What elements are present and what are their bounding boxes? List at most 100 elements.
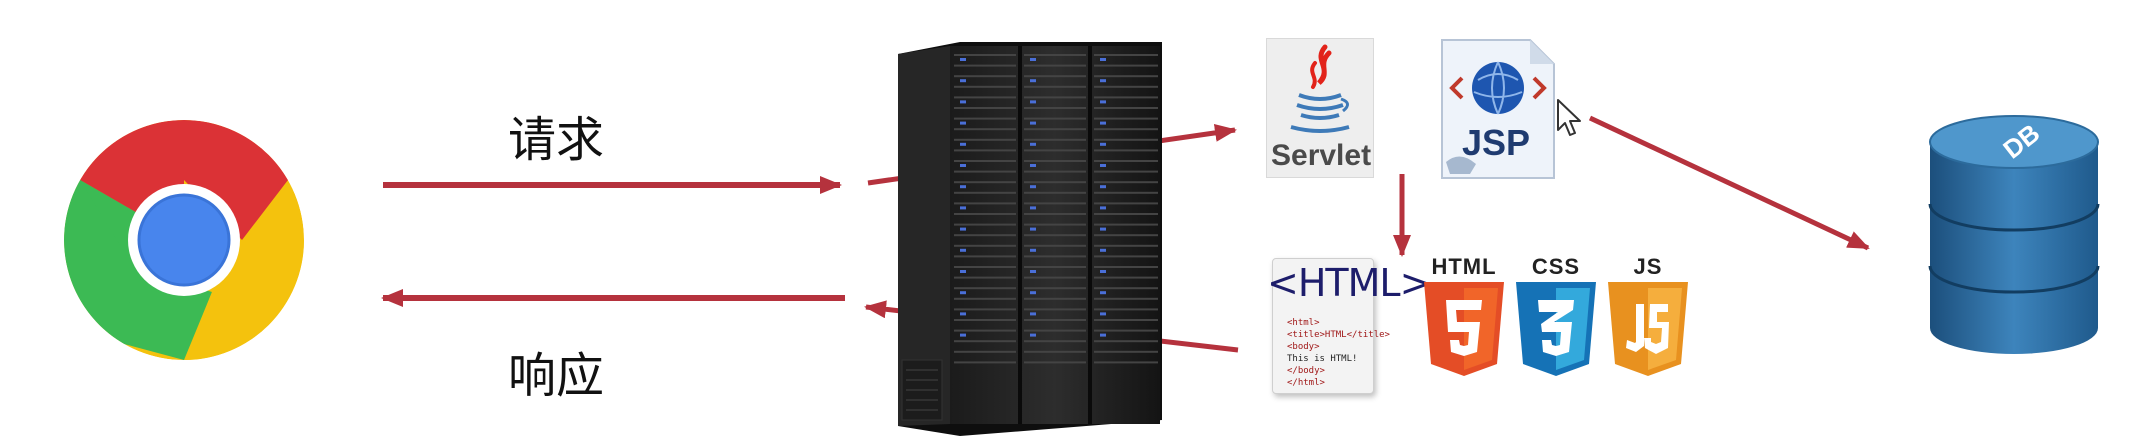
rack-led (1100, 270, 1106, 273)
rack-led (1100, 248, 1106, 252)
rack-slot (1024, 96, 1086, 99)
code-line: </body> (1287, 366, 1325, 376)
rack-led (960, 185, 966, 189)
rack-led (1100, 100, 1106, 104)
rack-slot (1094, 107, 1158, 109)
rack-slot (1094, 181, 1158, 184)
rack-slot (1094, 308, 1158, 311)
rack-slot (1024, 297, 1086, 300)
rack-slot (1024, 244, 1086, 247)
js-badge: JS (1602, 254, 1694, 380)
rack-led (960, 270, 966, 273)
rack-slot (1094, 287, 1158, 290)
rack-slot (1094, 128, 1158, 131)
rack-slot (954, 213, 1016, 215)
rack-slot (954, 117, 1016, 120)
rack-slot (1024, 160, 1086, 162)
rack-led (1100, 58, 1106, 61)
rack-led (1100, 227, 1106, 231)
rack-led (960, 164, 966, 167)
rack-slot (1094, 75, 1158, 78)
rack-slot (1024, 149, 1086, 152)
rack-slot (1024, 329, 1086, 332)
rack-slot (1024, 266, 1086, 268)
rack-slot (954, 128, 1016, 131)
rack-slot (1024, 361, 1086, 364)
rack-slot (954, 170, 1016, 173)
rack-slot (1094, 319, 1158, 321)
rack-slot (1024, 54, 1086, 56)
rack-slot (1024, 64, 1086, 67)
rack-slot (954, 202, 1016, 205)
rack-slot (1024, 107, 1086, 109)
rack-slot (1094, 234, 1158, 237)
rack-slot (1094, 202, 1158, 205)
rack-led (1030, 312, 1036, 316)
rack-slot (1094, 213, 1158, 215)
request-label: 请求 (508, 112, 605, 168)
rack-led (960, 79, 966, 83)
mouse-cursor-icon (1557, 99, 1581, 136)
code-line: </html> (1287, 378, 1325, 388)
rack-led (1030, 185, 1036, 189)
rack-led (960, 291, 966, 295)
html-doc-title: <HTML> (1267, 261, 1431, 305)
database-icon: DB (1928, 115, 2100, 354)
rack-slot (954, 64, 1016, 67)
rack-slot (954, 319, 1016, 321)
servlet-label: Servlet (1271, 139, 1372, 172)
html5-shield-icon (1424, 282, 1504, 376)
rack-led (1030, 79, 1036, 83)
jsp-file-icon: JSP (1440, 38, 1556, 180)
jsp-to-db-arrow (1588, 115, 1870, 251)
rack-slot (1024, 85, 1086, 88)
rack-slot (1024, 319, 1086, 321)
rack-slot (954, 287, 1016, 290)
java-cup-icon (1290, 44, 1350, 133)
rack-slot (1094, 54, 1158, 56)
rack-slot (1094, 64, 1158, 67)
rack-led (960, 58, 966, 61)
rack-slot (1024, 75, 1086, 78)
rack-slot (1024, 287, 1086, 290)
rack-slot (1094, 223, 1158, 226)
rack-led (960, 100, 966, 104)
rack-slot (1024, 340, 1086, 343)
html-document-icon: <HTML> <html> <title>HTML</title> <body>… (1267, 258, 1431, 394)
rack-led (1030, 121, 1036, 125)
rack-slot (1094, 244, 1158, 247)
js-title: JS (1633, 254, 1663, 279)
rack-slot (1024, 213, 1086, 215)
rack-led (1100, 312, 1106, 316)
rack-led (1030, 248, 1036, 252)
rack-led (1030, 333, 1036, 337)
css3-shield-icon (1516, 282, 1596, 376)
rack-slot (1024, 202, 1086, 205)
rack-led (1030, 142, 1036, 146)
rack-slot (1094, 117, 1158, 120)
rack-led (960, 312, 966, 316)
css3-badge: CSS (1510, 254, 1602, 380)
code-line: <title>HTML</title> (1287, 330, 1390, 340)
rack-led (1100, 206, 1106, 210)
rack-slot (954, 308, 1016, 311)
rack-led (1100, 185, 1106, 189)
rack-slot (1094, 329, 1158, 332)
rack-slot (954, 160, 1016, 162)
rack-slot (954, 223, 1016, 226)
rack-slot (954, 255, 1016, 258)
rack-slot (1024, 138, 1086, 141)
server-rack-icon: /* generated below */ (898, 42, 1162, 436)
rack-slot (954, 149, 1016, 152)
rack-led (1030, 58, 1036, 61)
rack-slot (1024, 117, 1086, 120)
rack-slot (1094, 297, 1158, 300)
html5-title: HTML (1431, 254, 1497, 279)
rack-slot (954, 191, 1016, 194)
rack-slot (1094, 149, 1158, 152)
rack-slot (954, 138, 1016, 141)
code-line: This is HTML! (1287, 354, 1358, 364)
rack-led (1030, 206, 1036, 210)
code-line: <body> (1287, 342, 1320, 352)
rack-slot (1024, 128, 1086, 131)
